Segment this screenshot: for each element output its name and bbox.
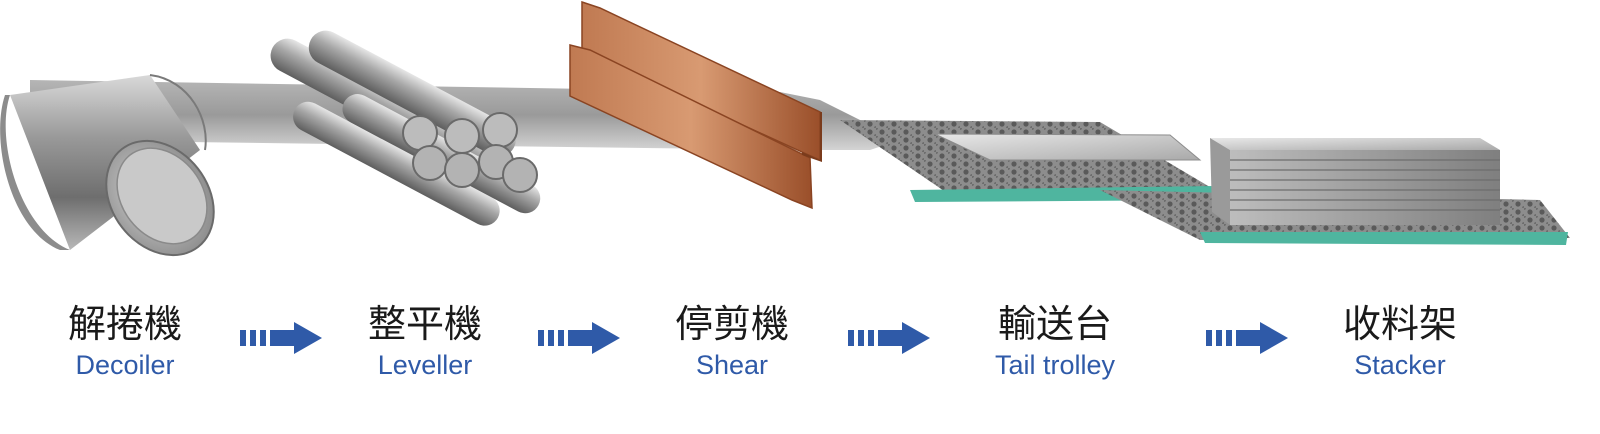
stage-en-label: Stacker xyxy=(1354,350,1446,380)
stage-zh-label: 解捲機 xyxy=(67,302,182,346)
stage-en-label: Tail trolley xyxy=(994,350,1116,380)
flow-arrow-icon xyxy=(1206,322,1288,354)
stage-en-label: Shear xyxy=(695,350,769,380)
shear-blade-icon xyxy=(569,0,822,210)
stage-zh-label: 輸送台 xyxy=(997,302,1112,346)
flow-arrow-icon xyxy=(538,322,620,354)
stage-tail-trolley: 輸送台 Tail trolley xyxy=(955,300,1155,382)
stage-en-label: Leveller xyxy=(377,350,473,380)
stage-en-label: Decoiler xyxy=(75,350,175,380)
stage-zh-label: 整平機 xyxy=(367,302,482,346)
process-line-illustration xyxy=(0,0,1570,257)
stage-shear: 停剪機 Shear xyxy=(632,300,832,382)
roller-set-icon xyxy=(270,30,541,226)
stage-zh-label: 收料架 xyxy=(1342,302,1457,346)
flow-arrow-icon xyxy=(848,322,930,354)
flow-arrow-icon xyxy=(240,322,322,354)
stage-zh-label: 停剪機 xyxy=(674,302,789,346)
stage-stacker: 收料架 Stacker xyxy=(1300,300,1500,382)
sheet-stack-icon xyxy=(1210,138,1500,225)
coil-icon xyxy=(0,74,215,257)
stage-decoiler: 解捲機 Decoiler xyxy=(25,300,225,382)
process-stage-labels: 解捲機 Decoiler 整平機 Leveller 停剪機 Shear 輸送台 … xyxy=(0,300,1600,410)
stage-leveller: 整平機 Leveller xyxy=(325,300,525,382)
